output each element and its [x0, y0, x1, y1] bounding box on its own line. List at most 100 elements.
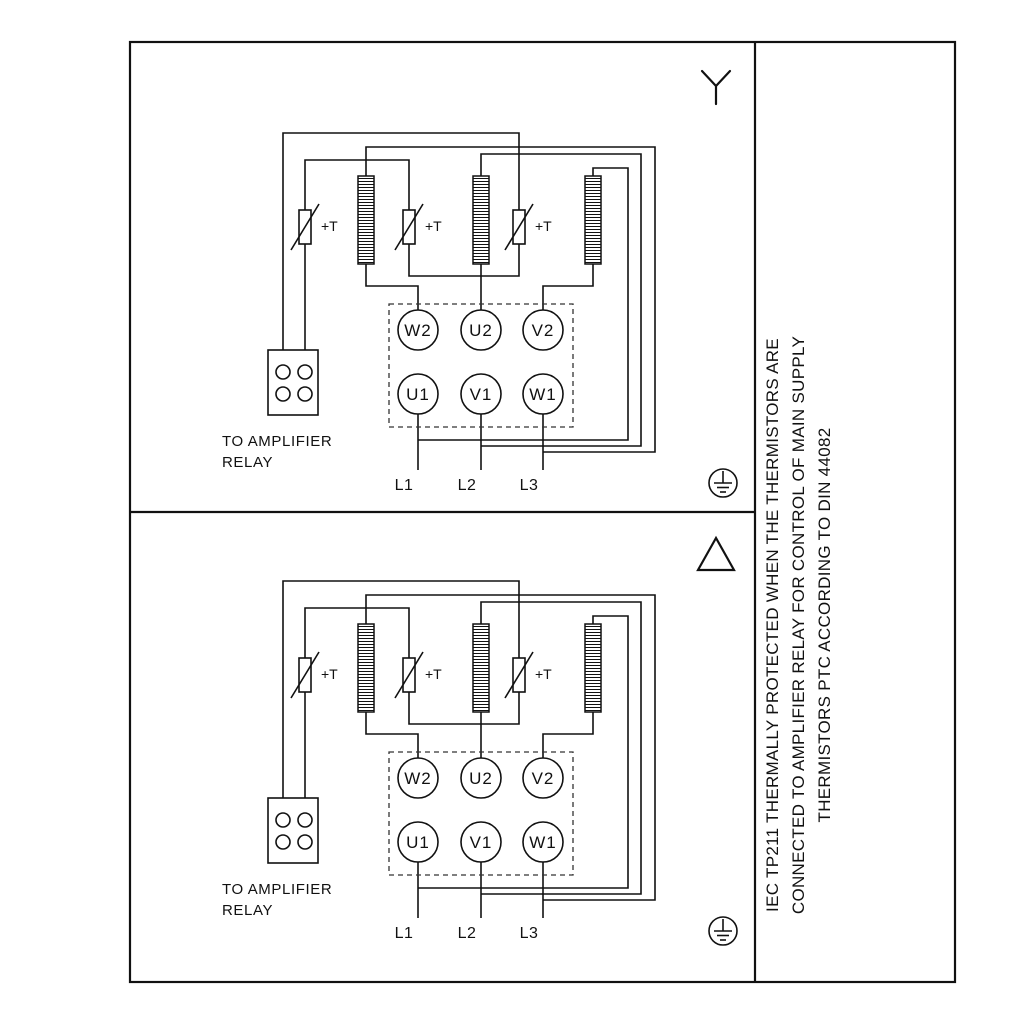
- supply-label-l3: L3: [520, 925, 539, 942]
- terminal-w2: W2: [397, 309, 439, 351]
- supply-label-l2: L2: [458, 925, 477, 942]
- relay-terminal-4: [297, 834, 313, 850]
- winding1-return-wire: [365, 146, 656, 453]
- relay-terminal-1: [275, 364, 291, 380]
- terminal-v1: V1: [460, 373, 502, 415]
- thermistor-chain-wire-upper: [304, 607, 410, 658]
- thermistor-3: +T: [504, 203, 552, 251]
- winding-3: [584, 623, 602, 713]
- relay-terminal-2: [297, 812, 313, 828]
- supply-label-l1: L1: [395, 477, 414, 494]
- thermistor-2-label: +T: [425, 666, 442, 682]
- relay-connector-box: [267, 797, 319, 864]
- ground-symbol: [708, 916, 738, 946]
- relay-terminal-2: [297, 364, 313, 380]
- thermistor-1-label: +T: [321, 666, 338, 682]
- terminal-w2-label: W2: [404, 321, 432, 340]
- star-connection-symbol: [700, 69, 732, 106]
- winding3-return-wire: [418, 615, 629, 889]
- relay-caption: TO AMPLIFIER RELAY: [222, 881, 332, 919]
- terminal-v2-label: V2: [532, 321, 555, 340]
- thermistor-3-label: +T: [535, 666, 552, 682]
- thermistor-2-label: +T: [425, 218, 442, 234]
- thermistor-chain-wire-mid: [408, 244, 520, 277]
- relay-connector: [267, 797, 319, 864]
- terminal-w2-label: W2: [404, 769, 432, 788]
- thermistor-3-strike: [504, 203, 534, 251]
- supply-labels: L1 L2 L3: [395, 925, 539, 942]
- relay-caption-line-1: TO AMPLIFIER: [222, 433, 332, 450]
- terminal-w1: W1: [522, 373, 564, 415]
- thermistor-2: +T: [394, 651, 442, 699]
- terminal-board-outline: [388, 303, 574, 428]
- terminal-u2: U2: [460, 757, 502, 799]
- terminal-u2-circle: [460, 309, 502, 351]
- winding1-return-wire: [365, 594, 656, 901]
- thermistor-3: +T: [504, 651, 552, 699]
- terminal-u1: U1: [397, 821, 439, 863]
- thermistor-3-label: +T: [535, 218, 552, 234]
- winding-2: [472, 175, 490, 265]
- winding-1: [357, 623, 375, 713]
- thermistor-1-label: +T: [321, 218, 338, 234]
- winding-1: [357, 175, 375, 265]
- winding3-to-terminal-v2: [542, 264, 594, 310]
- sidebar-note-line-1: IEC TP211 THERMALLY PROTECTED WHEN THE T…: [763, 338, 782, 912]
- terminal-v2: V2: [522, 757, 564, 799]
- thermistor-chain-wire-upper: [304, 159, 410, 210]
- terminal-v1-circle: [460, 373, 502, 415]
- relay-caption-line-1: TO AMPLIFIER: [222, 881, 332, 898]
- relay-connector-box: [267, 349, 319, 416]
- terminal-v2-circle: [522, 757, 564, 799]
- wiring: [282, 132, 656, 470]
- supply-label-l1: L1: [395, 925, 414, 942]
- winding-3: [584, 175, 602, 265]
- terminal-v1: V1: [460, 821, 502, 863]
- relay-terminal-3: [275, 386, 291, 402]
- terminal-v2: V2: [522, 309, 564, 351]
- supply-labels: L1 L2 L3: [395, 477, 538, 494]
- terminal-u2-circle: [460, 757, 502, 799]
- sidebar-note-line-2: CONNECTED TO AMPLIFIER RELAY FOR CONTROL…: [789, 336, 808, 914]
- winding3-to-terminal-v2: [542, 712, 594, 758]
- motor-windings: [357, 175, 602, 265]
- terminal-w1: W1: [522, 821, 564, 863]
- thermistor-1: +T: [290, 651, 338, 699]
- thermistor-3-strike: [504, 651, 534, 699]
- wiring: [282, 580, 656, 918]
- terminal-v1-label: V1: [470, 833, 493, 852]
- thermistor-1-strike: [290, 651, 320, 699]
- winding2-return-wire: [480, 153, 642, 447]
- terminal-u2: U2: [460, 309, 502, 351]
- terminal-u1-circle: [397, 373, 439, 415]
- terminal-w2-circle: [397, 309, 439, 351]
- terminal-u2-label: U2: [469, 769, 493, 788]
- thermistor-1-strike: [290, 203, 320, 251]
- relay-connector: [267, 349, 319, 416]
- winding1-to-terminal-w2: [365, 712, 419, 758]
- winding2-return-wire: [480, 601, 642, 895]
- terminal-v1-label: V1: [470, 385, 493, 404]
- thermistor-2-strike: [394, 651, 424, 699]
- relay-caption-line-2: RELAY: [222, 902, 273, 919]
- terminal-v2-label: V2: [532, 769, 555, 788]
- terminal-w2: W2: [397, 757, 439, 799]
- relay-caption-line-2: RELAY: [222, 454, 273, 471]
- terminal-w2-circle: [397, 757, 439, 799]
- winding-2: [472, 623, 490, 713]
- thermistor-1: +T: [290, 203, 338, 251]
- thermistor-chain-wire-left: [282, 580, 520, 813]
- terminal-board: W2 U2 V2 U1 V1 W1: [388, 751, 574, 876]
- terminal-w1-label: W1: [529, 385, 557, 404]
- winding3-return-wire: [418, 167, 629, 441]
- terminal-w1-circle: [522, 821, 564, 863]
- terminal-u1: U1: [397, 373, 439, 415]
- delta-connection-symbol: [696, 535, 736, 572]
- thermistor-chain-wire-left: [282, 132, 520, 365]
- terminal-board-outline: [388, 751, 574, 876]
- ground-symbol: [708, 468, 738, 498]
- terminal-v1-circle: [460, 821, 502, 863]
- terminal-u1-circle: [397, 821, 439, 863]
